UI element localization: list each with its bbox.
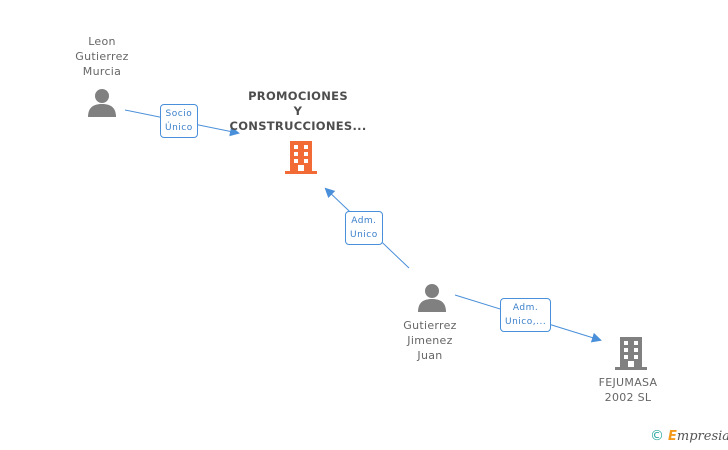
- brand-logo-letter: E: [668, 429, 677, 444]
- edge-label-adm-unico[interactable]: Adm. Unico: [345, 211, 383, 245]
- node-name-line: Murcia: [82, 65, 122, 78]
- building-icon[interactable]: [284, 140, 318, 174]
- node-name-line: Leon: [88, 35, 116, 48]
- node-name-line: Gutierrez: [75, 50, 129, 63]
- node-name-line: CONSTRUCCIONES...: [229, 119, 367, 133]
- edge-label-line: Socio: [165, 109, 193, 119]
- building-icon[interactable]: [614, 336, 648, 370]
- node-name-line: Gutierrez: [403, 319, 457, 332]
- node-name-line: Jimenez: [407, 334, 453, 347]
- node-name-line: FEJUMASA: [598, 376, 658, 389]
- node-leon-gutierrez-murcia-label[interactable]: Leon Gutierrez Murcia: [62, 34, 142, 79]
- person-icon[interactable]: [87, 88, 117, 118]
- edge-label-line: Adm.: [512, 303, 539, 313]
- edge-label-adm-unico-2[interactable]: Adm. Unico,...: [500, 298, 552, 332]
- node-fejumasa-label[interactable]: FEJUMASA 2002 SL: [588, 375, 668, 405]
- brand-logo-text: mpresia: [676, 429, 728, 444]
- node-gutierrez-jimenez-juan-label[interactable]: Gutierrez Jimenez Juan: [390, 318, 470, 363]
- empresia-watermark: © Empresia: [650, 428, 728, 444]
- edge-label-line: Único: [165, 123, 193, 133]
- edge-label-socio-unico[interactable]: Socio Único: [160, 104, 198, 138]
- edge-label-line: Unico: [350, 230, 378, 240]
- person-icon[interactable]: [417, 283, 447, 313]
- copyright-symbol: ©: [650, 428, 664, 444]
- node-name-line: Y: [293, 104, 303, 118]
- node-name-line: PROMOCIONES: [248, 89, 348, 103]
- node-name-line: 2002 SL: [604, 391, 652, 404]
- edge-label-line: Adm.: [351, 216, 377, 226]
- edge-label-line: Unico,...: [505, 317, 547, 327]
- node-name-line: Juan: [417, 349, 443, 362]
- node-promociones-label[interactable]: PROMOCIONES Y CONSTRUCCIONES...: [222, 89, 374, 134]
